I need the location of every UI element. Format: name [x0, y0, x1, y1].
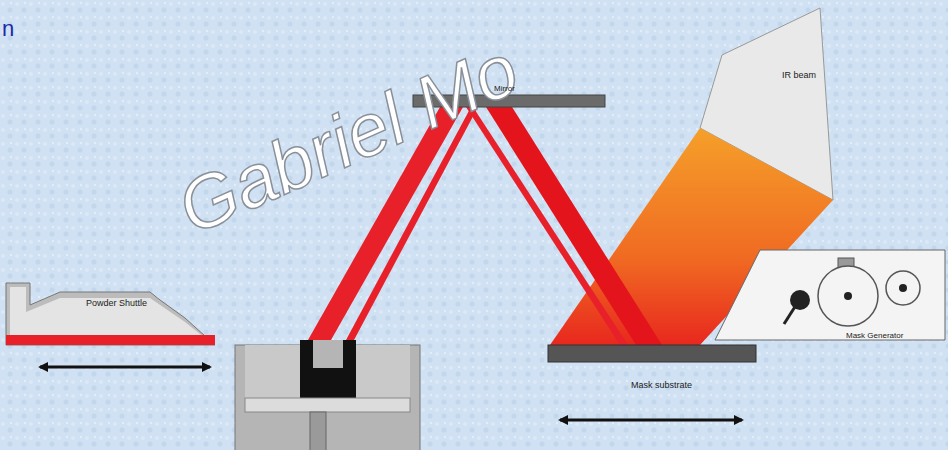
corner-text: n [2, 16, 14, 42]
part-name: Powder Shuttle [86, 298, 147, 308]
part-name: Mask Generator [846, 331, 903, 340]
part-name: Mirror [494, 84, 515, 93]
part-name: Mask substrate [631, 380, 692, 390]
part-name: IR beam [782, 70, 816, 80]
